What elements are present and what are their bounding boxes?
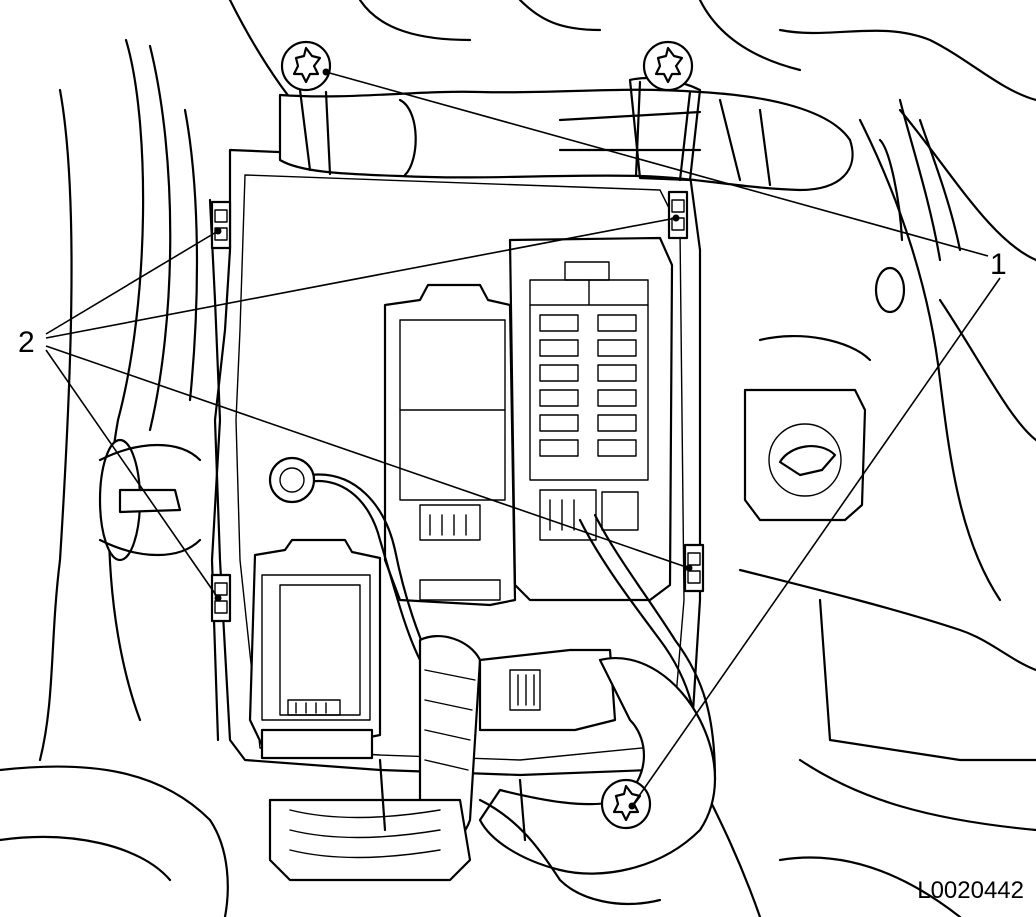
right-bracket <box>743 266 906 522</box>
fuse-block <box>508 236 674 602</box>
ground-stud <box>268 456 316 504</box>
cables <box>268 473 717 906</box>
retaining-clip-lower-right <box>683 543 705 593</box>
fuse-slots <box>539 314 637 457</box>
callout-2-leaders <box>45 214 693 602</box>
callout-1-leaders <box>322 68 1001 810</box>
upper-connector <box>383 283 517 607</box>
retaining-clip-upper-left <box>210 200 232 250</box>
lower-left-connector <box>248 538 382 760</box>
torx-bolt-top-right <box>642 40 694 92</box>
callout-label-2: 2 <box>18 326 35 359</box>
retaining-clip-upper-right <box>667 190 689 240</box>
figure-id: L0020442 <box>917 877 1024 904</box>
torx-bolt-bottom <box>600 778 652 830</box>
upper-wiring-harness <box>278 76 854 192</box>
torx-bolt-top-left <box>280 40 332 92</box>
callout-label-1: 1 <box>990 248 1007 281</box>
